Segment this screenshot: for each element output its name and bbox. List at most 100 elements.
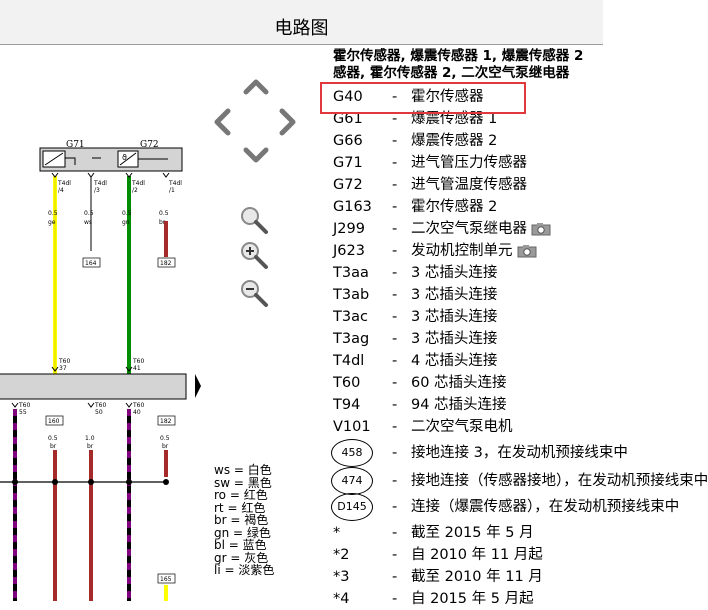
legend-dash: -: [392, 243, 398, 259]
legend-item-desc: 截至 2010 年 11 月: [411, 569, 543, 585]
legend-dash: -: [392, 111, 398, 127]
legend-dash: -: [392, 287, 398, 303]
legend-item[interactable]: J299-二次空气泵继电器: [333, 218, 603, 240]
pin-arrow: [87, 172, 95, 178]
legend-item-code: *: [333, 525, 341, 541]
legend-item-desc: 进气管压力传感器: [411, 155, 527, 171]
pin-pin-label: /2: [132, 187, 138, 194]
ground-point-badge: 474: [331, 467, 373, 495]
g72-label: G72: [140, 140, 159, 150]
legend-item[interactable]: G40-霍尔传感器: [333, 86, 603, 108]
legend-dash: -: [392, 177, 398, 193]
pan-right-button[interactable]: [277, 108, 299, 136]
legend-item-code: T3aa: [333, 265, 369, 281]
legend-item-desc: 接地连接 3，在发动机预接线束中: [411, 445, 628, 461]
camera-icon[interactable]: [531, 222, 551, 236]
legend-item-desc: 3 芯插头连接: [411, 331, 498, 347]
legend-item[interactable]: T3ag-3 芯插头连接: [333, 328, 603, 350]
legend-item[interactable]: V101-二次空气泵电机: [333, 416, 603, 438]
legend-dash: -: [392, 569, 398, 585]
svg-text:182: 182: [160, 418, 172, 425]
legend-heading-line2: 感器, 霍尔传感器 2, 二次空气泵继电器: [333, 65, 570, 81]
sensor-housing: [39, 147, 183, 172]
legend-item[interactable]: *4-自 2015 年 5 月起: [333, 588, 603, 610]
wire-color-entry: li = 淡紫色: [214, 563, 275, 577]
legend-item[interactable]: T60-60 芯插头连接: [333, 372, 603, 394]
ground-point-badge: D145: [331, 493, 373, 521]
legend-dash: -: [392, 199, 398, 215]
ground-point-badge: 458: [331, 439, 373, 467]
camera-icon[interactable]: [517, 244, 537, 258]
t60-37-pin: 37: [59, 365, 67, 372]
legend-item[interactable]: *3-截至 2010 年 11 月: [333, 566, 603, 588]
legend-item-code: G71: [333, 155, 363, 171]
t60-41-conn: T60: [132, 358, 144, 365]
pin-size-label: 0.5: [159, 210, 169, 217]
legend-dash: -: [392, 473, 398, 489]
legend-item-desc: 爆震传感器 1: [411, 111, 498, 127]
legend-item[interactable]: G163-霍尔传感器 2: [333, 196, 603, 218]
legend-item[interactable]: 458 -接地连接 3，在发动机预接线束中: [331, 439, 628, 467]
pan-up-button[interactable]: [243, 76, 269, 96]
wire-color-entry: rt = 红色: [214, 500, 266, 515]
zoom-in-button[interactable]: [239, 240, 269, 270]
pin-pin-label: /4: [58, 187, 64, 194]
svg-text:0.5: 0.5: [48, 435, 58, 442]
svg-text:0.5: 0.5: [160, 435, 170, 442]
legend-item[interactable]: T94-94 芯插头连接: [333, 394, 603, 416]
legend-item[interactable]: T4dl-4 芯插头连接: [333, 350, 603, 372]
legend-item[interactable]: 474 -接地连接（传感器接地），在发动机预接线束中: [331, 467, 708, 495]
window-title-bar: 电路图: [0, 0, 603, 45]
selected-item-highlight: [320, 82, 526, 114]
legend-item-desc: 接地连接（传感器接地），在发动机预接线束中: [411, 473, 708, 489]
legend-dash: -: [392, 397, 398, 413]
control-unit-bar: [0, 373, 187, 400]
continue-right-arrow: [195, 374, 201, 398]
legend-item[interactable]: T3ac-3 芯插头连接: [333, 306, 603, 328]
legend-dash: -: [392, 591, 398, 607]
pin-color-label: br: [159, 219, 166, 226]
legend-item-desc: 爆震传感器 2: [411, 133, 498, 149]
legend-item-code: T3ab: [333, 287, 370, 303]
pin-color-label: gn: [122, 219, 130, 226]
legend-dash: -: [392, 309, 398, 325]
zoom-fit-button[interactable]: [239, 205, 269, 235]
pan-left-button[interactable]: [211, 108, 233, 136]
legend-item[interactable]: D145-连接（爆震传感器），在发动机预接线束中: [331, 493, 679, 521]
legend-item-desc: 霍尔传感器 2: [411, 199, 498, 215]
svg-text:T60: T60: [18, 402, 30, 409]
legend-dash: -: [392, 547, 398, 563]
legend-item[interactable]: G61-爆震传感器 1: [333, 108, 603, 130]
legend-item[interactable]: G72-进气管温度传感器: [333, 174, 603, 196]
legend-dash: -: [392, 353, 398, 369]
legend-item[interactable]: T3aa-3 芯插头连接: [333, 262, 603, 284]
window-title: 电路图: [274, 18, 329, 39]
legend-item[interactable]: *-截至 2015 年 5 月: [333, 522, 603, 544]
t60-41-pin: 41: [133, 365, 141, 372]
pin-pin-label: /3: [94, 187, 100, 194]
legend-item[interactable]: *2 -自 2010 年 11 月起: [333, 544, 603, 566]
legend-heading-line1: 霍尔传感器, 爆震传感器 1, 爆震传感器 2: [333, 48, 584, 64]
legend-item-code: T4dl: [333, 353, 365, 369]
pan-down-button[interactable]: [243, 146, 269, 166]
legend-item[interactable]: G66-爆震传感器 2: [333, 130, 603, 152]
legend-item[interactable]: J623-发动机控制单元: [333, 240, 603, 262]
legend-item-desc: 霍尔传感器: [411, 89, 484, 105]
legend-item-code: T60: [333, 375, 361, 391]
legend-item-desc: 自 2010 年 11 月起: [411, 547, 543, 563]
legend-item-desc: 连接（爆震传感器），在发动机预接线束中: [411, 499, 680, 515]
legend-item[interactable]: G71-进气管压力传感器: [333, 152, 603, 174]
svg-text:55: 55: [19, 409, 27, 416]
zoom-out-button[interactable]: [239, 278, 269, 308]
pin-arrow: [51, 172, 59, 178]
legend-item-code: V101: [333, 419, 371, 435]
legend-item[interactable]: T3ab-3 芯插头连接: [333, 284, 603, 306]
legend-heading: 霍尔传感器, 爆震传感器 1, 爆震传感器 2 感器, 霍尔传感器 2, 二次空…: [333, 48, 603, 82]
legend-dash: -: [392, 89, 398, 105]
legend-dash: -: [392, 445, 398, 461]
legend-dash: -: [392, 525, 398, 541]
legend-item-code: *2: [333, 547, 350, 563]
t60-37-conn: T60: [58, 358, 70, 365]
top-ref-164: 164: [85, 260, 97, 267]
